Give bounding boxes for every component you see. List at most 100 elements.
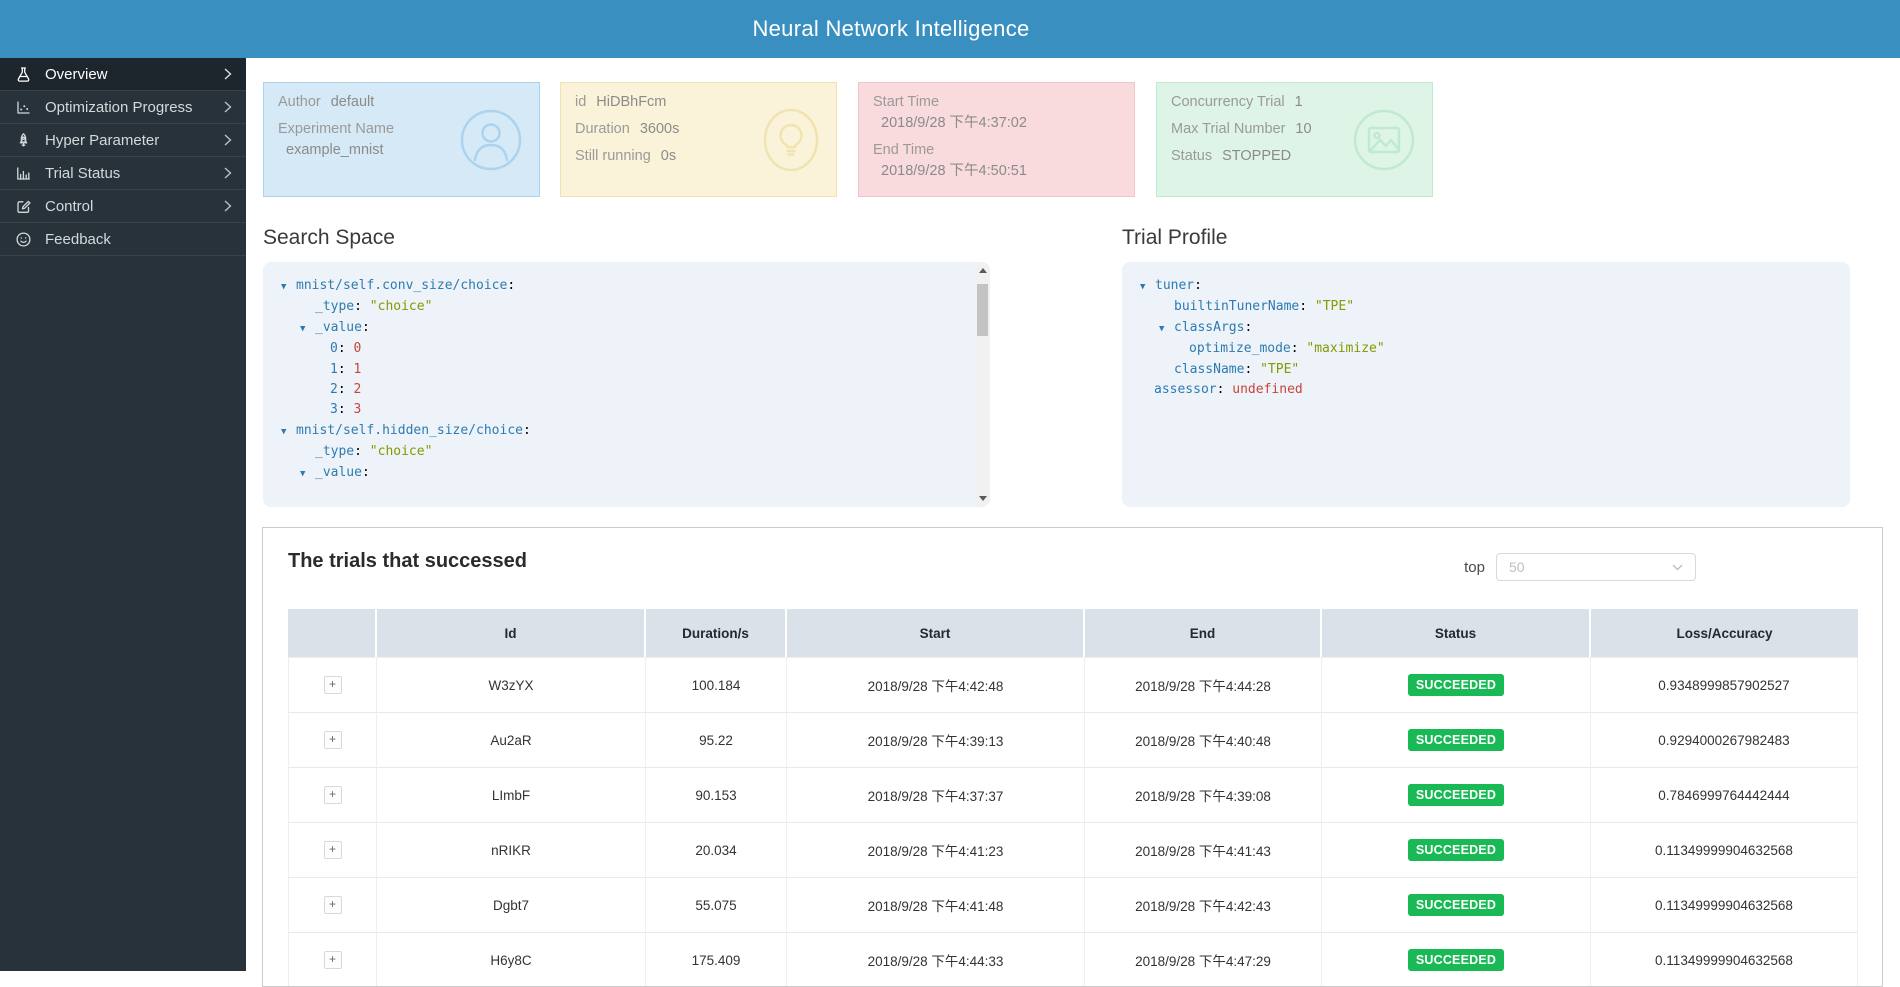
scroll-down-icon[interactable] xyxy=(978,496,987,501)
duration-cell: 90.153 xyxy=(646,768,787,823)
card-field-value: HiDBhFcm xyxy=(596,94,667,110)
json-tree-line: ▼_value: xyxy=(281,318,970,339)
card-field-value: example_mnist xyxy=(286,142,384,158)
json-key: _value xyxy=(315,464,362,480)
chevron-right-icon xyxy=(224,167,232,179)
status-cell: SUCCEEDED xyxy=(1322,823,1591,878)
json-tree-line: ▼mnist/self.hidden_size/choice: xyxy=(281,421,970,442)
sidebar-item-optimization-progress[interactable]: Optimization Progress xyxy=(0,91,246,124)
app-title: Neural Network Intelligence xyxy=(752,16,1030,41)
status-cell: SUCCEEDED xyxy=(1322,933,1591,986)
expand-row-button[interactable]: + xyxy=(323,951,342,969)
accuracy-cell: 0.11349999904632568 xyxy=(1591,878,1858,933)
start-time-cell: 2018/9/28 下午4:41:23 xyxy=(787,823,1085,878)
expander-cell: + xyxy=(288,768,377,823)
json-value: undefined xyxy=(1232,382,1303,398)
expand-row-button[interactable]: + xyxy=(323,841,342,859)
start-time-cell: 2018/9/28 下午4:39:13 xyxy=(787,713,1085,768)
collapse-triangle-icon[interactable]: ▼ xyxy=(300,323,306,334)
duration-cell: 55.075 xyxy=(646,878,787,933)
edit-icon xyxy=(15,198,32,215)
scrollbar-thumb[interactable] xyxy=(977,284,988,336)
status-badge: SUCCEEDED xyxy=(1407,949,1505,971)
expander-cell: + xyxy=(288,878,377,933)
sidebar-item-overview[interactable]: Overview xyxy=(0,58,246,91)
json-tree-line: optimize_mode: "maximize" xyxy=(1189,341,1385,357)
json-key: classArgs xyxy=(1174,319,1245,335)
end-time-cell: 2018/9/28 下午4:41:43 xyxy=(1085,823,1322,878)
json-tree-line: ▼_value: xyxy=(281,463,970,484)
card-field-value: 2018/9/28 下午4:37:02 xyxy=(881,115,1027,131)
bar-chart-icon xyxy=(15,165,32,182)
json-key: className xyxy=(1174,361,1245,377)
json-tree-line: 2: 2 xyxy=(330,382,362,398)
accuracy-cell: 0.9294000267982483 xyxy=(1591,713,1858,768)
json-value: "choice" xyxy=(369,444,433,460)
sidebar-item-feedback[interactable]: Feedback xyxy=(0,223,246,256)
trial-profile-title: Trial Profile xyxy=(1122,226,1228,249)
collapse-triangle-icon[interactable]: ▼ xyxy=(1140,282,1146,292)
json-tree-line: ▼tuner: xyxy=(1140,276,1830,297)
column-header-loss-accuracy: Loss/Accuracy xyxy=(1591,609,1858,657)
chevron-down-icon xyxy=(1672,564,1683,571)
status-badge: SUCCEEDED xyxy=(1407,839,1505,861)
expand-row-button[interactable]: + xyxy=(323,676,342,694)
top-n-select[interactable]: 50 xyxy=(1496,553,1696,581)
json-key: 3 xyxy=(330,402,338,418)
sidebar-item-label: Overview xyxy=(45,65,108,83)
trial-id-cell: H6y8C xyxy=(377,933,646,986)
top-n-selected-value: 50 xyxy=(1509,559,1525,575)
duration-cell: 20.034 xyxy=(646,823,787,878)
column-header-id: Id xyxy=(377,609,646,657)
json-tree-line: 0: 0 xyxy=(330,341,362,357)
scroll-up-icon[interactable] xyxy=(978,268,987,273)
trial-id-cell: Dgbt7 xyxy=(377,878,646,933)
start-time-cell: 2018/9/28 下午4:37:37 xyxy=(787,768,1085,823)
sidebar-item-trial-status[interactable]: Trial Status xyxy=(0,157,246,190)
card-field-value: 1 xyxy=(1294,94,1303,110)
status-cell: SUCCEEDED xyxy=(1322,657,1591,713)
expand-row-button[interactable]: + xyxy=(323,896,342,914)
column-header-end: End xyxy=(1085,609,1322,657)
json-tree-line: ▼mnist/self.conv_size/choice: xyxy=(281,276,970,297)
sidebar-item-control[interactable]: Control xyxy=(0,190,246,223)
status-cell: SUCCEEDED xyxy=(1322,878,1591,933)
json-tree-line: 3: 3 xyxy=(330,402,362,418)
collapse-triangle-icon[interactable]: ▼ xyxy=(281,282,287,292)
json-tree-line: assessor: undefined xyxy=(1154,382,1303,398)
json-value: 2 xyxy=(353,382,362,398)
chevron-right-icon xyxy=(224,200,232,212)
expand-row-button[interactable]: + xyxy=(323,786,342,804)
trial-id-cell: LImbF xyxy=(377,768,646,823)
chevron-right-icon xyxy=(224,101,232,113)
flask-icon xyxy=(15,66,32,83)
json-key: tuner xyxy=(1155,278,1195,293)
sidebar-item-hyper-parameter[interactable]: Hyper Parameter xyxy=(0,124,246,157)
collapse-triangle-icon[interactable]: ▼ xyxy=(281,426,287,437)
json-key: _value xyxy=(315,319,362,335)
collapse-triangle-icon[interactable]: ▼ xyxy=(300,468,306,479)
card-field-value: 0s xyxy=(660,148,677,164)
duration-cell: 100.184 xyxy=(646,657,787,713)
card-field-label: End Time xyxy=(873,142,935,158)
search-space-panel: ▼mnist/self.conv_size/choice:_type: "cho… xyxy=(263,262,990,507)
collapse-triangle-icon[interactable]: ▼ xyxy=(1159,323,1165,334)
json-key: optimize_mode xyxy=(1189,341,1291,357)
status-cell: SUCCEEDED xyxy=(1322,768,1591,823)
start-time-cell: 2018/9/28 下午4:44:33 xyxy=(787,933,1085,986)
search-space-scrollbar[interactable] xyxy=(975,262,990,507)
expand-row-button[interactable]: + xyxy=(323,731,342,749)
